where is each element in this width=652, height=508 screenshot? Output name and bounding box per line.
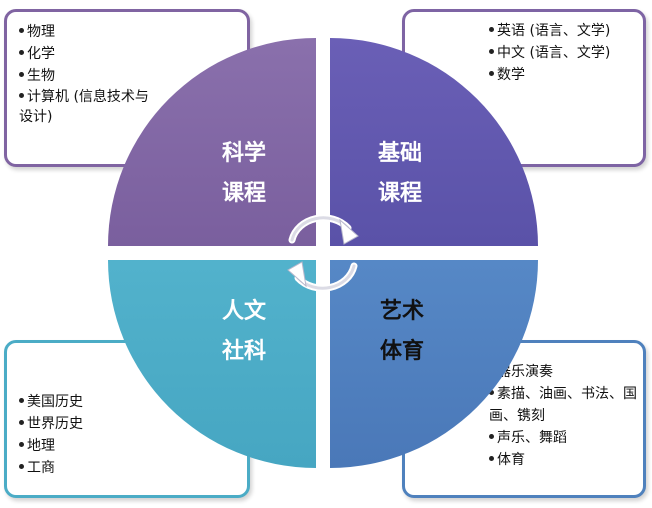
list-item: 地理: [19, 435, 83, 457]
science-courses-list: 物理 化学 生物 计算机 (信息技术与设计): [19, 21, 159, 127]
arts-label-line1: 艺术: [380, 298, 424, 324]
humanities-quadrant: [108, 260, 316, 468]
list-item-text: 世界历史: [27, 416, 83, 432]
science-label-line2: 课程: [222, 181, 266, 206]
science-label-line1: 科学: [222, 140, 266, 166]
list-item-text: 生物: [27, 68, 55, 84]
bullet-icon: [489, 456, 494, 461]
arts-label-line2: 体育: [380, 338, 424, 364]
list-item-text: 地理: [27, 438, 55, 454]
list-item: 声乐、舞蹈: [489, 427, 639, 449]
bullet-icon: [489, 71, 494, 76]
list-item: 英语 (语言、文学): [489, 20, 610, 42]
list-item-text: 工商: [27, 460, 55, 476]
list-item-text: 化学: [27, 46, 55, 62]
humanities-label-line1: 人文: [222, 298, 267, 324]
list-item: 生物: [19, 65, 159, 87]
bullet-icon: [19, 464, 24, 469]
list-item: 体育: [489, 449, 639, 471]
bullet-icon: [19, 93, 24, 98]
list-item-text: 计算机 (信息技术与设计): [19, 89, 149, 125]
arts-quadrant: [330, 260, 538, 468]
list-item-text: 体育: [497, 452, 525, 468]
list-item: 中文 (语言、文学): [489, 42, 610, 64]
list-item: 素描、油画、书法、国画、镌刻: [489, 383, 639, 427]
basic-label-line1: 基础: [378, 141, 422, 166]
list-item: 物理: [19, 21, 159, 43]
bullet-icon: [19, 420, 24, 425]
list-item: 化学: [19, 43, 159, 65]
bullet-icon: [19, 442, 24, 447]
bullet-icon: [19, 28, 24, 33]
list-item-text: 中文 (语言、文学): [497, 45, 611, 61]
basic-quadrant: [330, 38, 538, 246]
list-item-text: 英语 (语言、文学): [497, 23, 611, 39]
bullet-icon: [19, 50, 24, 55]
list-item-text: 物理: [27, 24, 55, 40]
list-item-text: 器乐演奏: [497, 364, 553, 380]
list-item: 计算机 (信息技术与设计): [19, 87, 159, 127]
list-item-text: 美国历史: [27, 394, 83, 410]
bullet-icon: [489, 390, 494, 395]
humanities-courses-list: 美国历史 世界历史 地理 工商: [19, 391, 83, 479]
cycle-arrows-icon: [287, 214, 359, 292]
list-item-text: 数学: [497, 67, 525, 83]
bullet-icon: [19, 398, 24, 403]
bullet-icon: [489, 27, 494, 32]
basic-label-line2: 课程: [378, 181, 422, 206]
list-item-text: 素描、油画、书法、国画、镌刻: [489, 386, 637, 424]
basic-courses-list: 英语 (语言、文学) 中文 (语言、文学) 数学: [489, 20, 610, 86]
arts-courses-list: 器乐演奏 素描、油画、书法、国画、镌刻 声乐、舞蹈 体育: [489, 361, 639, 471]
science-quadrant: [108, 38, 316, 246]
bullet-icon: [489, 49, 494, 54]
list-item: 世界历史: [19, 413, 83, 435]
list-item: 美国历史: [19, 391, 83, 413]
list-item: 数学: [489, 64, 610, 86]
bullet-icon: [19, 72, 24, 77]
list-item: 工商: [19, 457, 83, 479]
bullet-icon: [489, 434, 494, 439]
humanities-label-line2: 社科: [222, 338, 266, 364]
list-item-text: 声乐、舞蹈: [497, 430, 567, 446]
